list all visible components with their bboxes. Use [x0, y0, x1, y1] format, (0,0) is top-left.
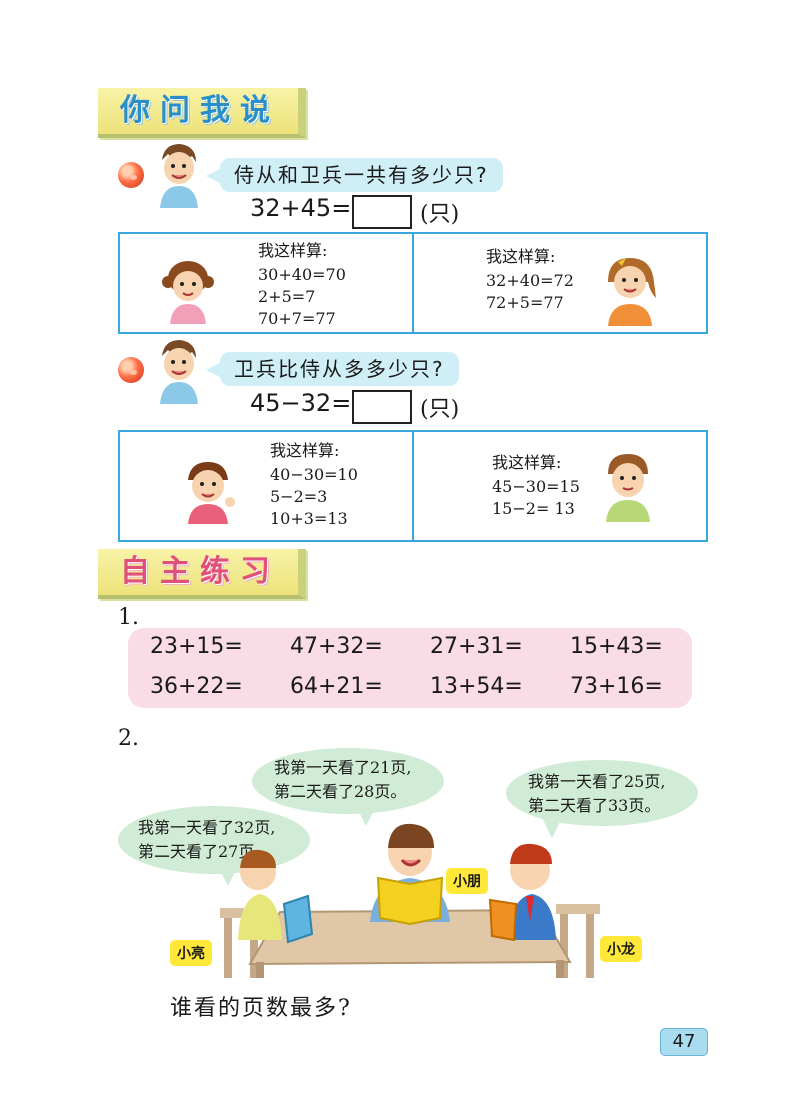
answer-box-1[interactable] [352, 195, 412, 229]
speech-cloud-long [506, 760, 698, 826]
method-line: 40−30=10 [270, 465, 358, 484]
equation-1: 32+45= [250, 194, 352, 222]
boy-avatar-icon [606, 454, 650, 522]
cloud-text-line: 第二天看了28页。 [274, 782, 407, 801]
equation-2: 45−32= [250, 389, 352, 417]
speech-cloud-peng [252, 748, 444, 814]
name-tag-peng: 小朋 [446, 868, 488, 894]
section-banner-practice: 自主练习 [98, 549, 306, 599]
unit-label-1: (只) [420, 202, 460, 227]
exercise-number-2: 2. [118, 726, 139, 751]
exercise-item: 23+15= [150, 634, 243, 659]
question-text: 谁看的页数最多? [170, 996, 352, 1021]
cloud-text-line: 我第一天看了25页, [528, 772, 666, 791]
boy-avatar-icon [188, 462, 235, 524]
method-title: 我这样算: [492, 453, 562, 472]
girl-avatar-icon [162, 261, 214, 324]
cloud-text-line: 我第一天看了32页, [138, 818, 276, 837]
section-banner-ask: 你问我说 [98, 88, 306, 138]
method-line: 32+40=72 [486, 271, 574, 290]
cloud-text-line: 第二天看了27页。 [138, 842, 271, 861]
method-line: 5−2=3 [270, 487, 328, 506]
speech-cloud-tail [356, 806, 376, 826]
name-tag-liang: 小亮 [170, 940, 212, 966]
answer-box-2[interactable] [352, 390, 412, 424]
speech-cloud-liang [118, 806, 310, 874]
method-title: 我这样算: [486, 247, 556, 266]
method-line: 15−2= 13 [492, 499, 575, 518]
method-line: 10+3=13 [270, 509, 348, 528]
exercise-item: 13+54= [430, 674, 523, 699]
method-line: 70+7=77 [258, 309, 336, 328]
method-line: 30+40=70 [258, 265, 346, 284]
girl-avatar-icon [608, 258, 656, 326]
method-table-2: 我这样算: 40−30=10 5−2=3 10+3=13 我这样算: 45−30… [118, 430, 708, 542]
method-line: 72+5=77 [486, 293, 564, 312]
exercise-item: 73+16= [570, 674, 663, 699]
boy-avatar-icon [160, 144, 198, 208]
method-title: 我这样算: [258, 241, 328, 260]
cloud-text-line: 第二天看了33页。 [528, 796, 661, 815]
page-number: 47 [660, 1028, 708, 1056]
speech-cloud-tail [542, 818, 562, 838]
exercise-item: 64+21= [290, 674, 383, 699]
exercise-item: 15+43= [570, 634, 663, 659]
exercise-item: 47+32= [290, 634, 383, 659]
method-line: 2+5=7 [258, 287, 316, 306]
unit-label-2: (只) [420, 397, 460, 422]
bullet-ball-icon [118, 357, 144, 383]
kids-reading-illustration [220, 823, 600, 978]
exercise-number-1: 1. [118, 605, 139, 630]
boy-avatar-icon [160, 340, 198, 404]
bullet-ball-icon [118, 162, 144, 188]
method-line: 45−30=15 [492, 477, 580, 496]
method-title: 我这样算: [270, 441, 340, 460]
question-bubble-1: 侍从和卫兵一共有多少只? [206, 158, 503, 192]
speech-cloud-tail [218, 866, 238, 886]
exercise-item: 27+31= [430, 634, 523, 659]
name-tag-long: 小龙 [600, 936, 642, 962]
exercise-item: 36+22= [150, 674, 243, 699]
exercise-panel [128, 628, 692, 708]
method-table-1: 我这样算: 30+40=70 2+5=7 70+7=77 我这样算: 32+40… [118, 232, 708, 334]
question-bubble-2: 卫兵比侍从多多少只? [206, 352, 459, 386]
cloud-text-line: 我第一天看了21页, [274, 758, 412, 777]
